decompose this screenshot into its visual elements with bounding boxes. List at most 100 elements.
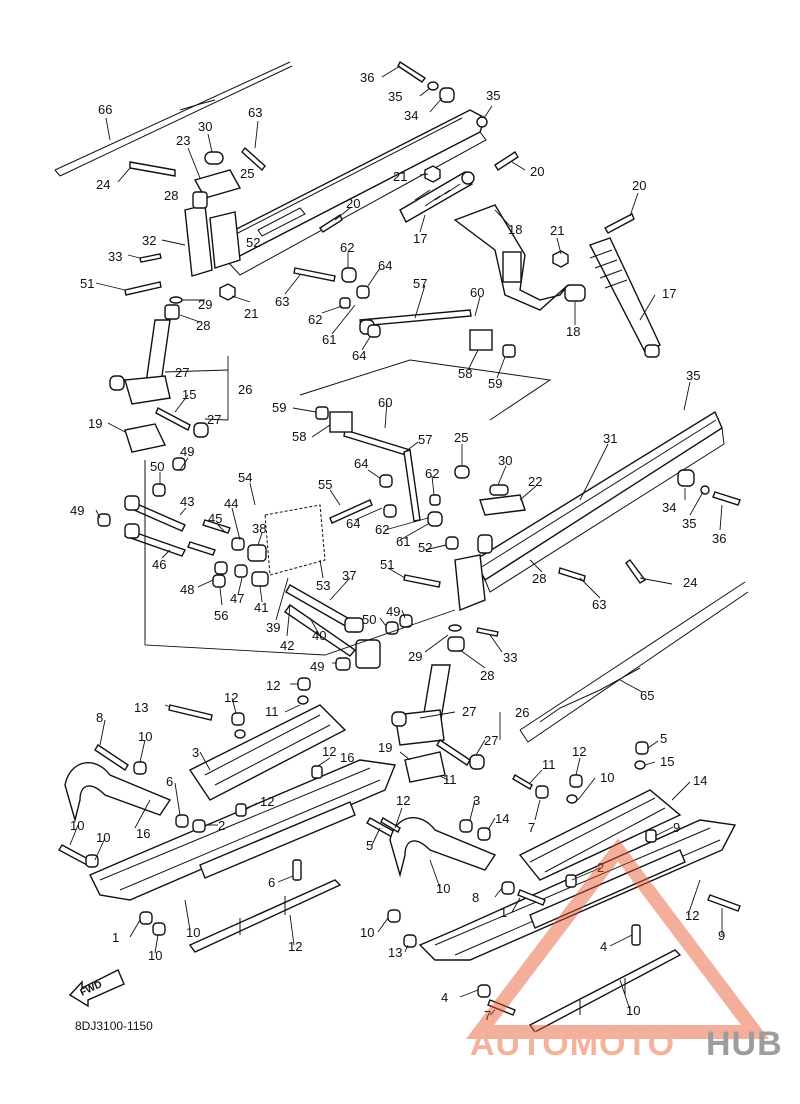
part-label: 56: [214, 608, 228, 623]
part-label: 1: [112, 930, 119, 945]
part-label: 32: [142, 233, 156, 248]
part-label: 45: [208, 511, 222, 526]
part-label: 18: [508, 222, 522, 237]
part-label: 27: [462, 704, 476, 719]
part-label: 16: [340, 750, 354, 765]
part-label: 48: [180, 582, 194, 597]
part-label: 13: [388, 945, 402, 960]
part-label: 64: [346, 516, 360, 531]
part-label: 5: [366, 838, 373, 853]
part-label: 1: [500, 905, 507, 920]
part-label: 10: [360, 925, 374, 940]
part-label: 51: [380, 557, 394, 572]
part-label: 60: [470, 285, 484, 300]
diagram-reference: 8DJ3100-1150: [75, 1019, 153, 1033]
part-label: 24: [683, 575, 697, 590]
leader-lines: [69, 65, 723, 1016]
upper-assembly-drawing: [54, 60, 661, 453]
part-label: 57: [418, 432, 432, 447]
part-label: 25: [240, 166, 254, 181]
part-label: 59: [488, 376, 502, 391]
part-label: 11: [542, 757, 556, 772]
part-label: 64: [378, 258, 392, 273]
part-label: 28: [480, 668, 494, 683]
part-label: 47: [230, 591, 244, 606]
part-label: 66: [98, 102, 112, 117]
watermark-text-primary: AUTOMOTO: [470, 1025, 675, 1063]
part-label: 15: [182, 387, 196, 402]
part-label: 43: [180, 494, 194, 509]
part-label: 10: [138, 729, 152, 744]
part-label: 12: [288, 939, 302, 954]
part-label: 65: [640, 688, 654, 703]
part-label: 63: [592, 597, 606, 612]
part-label: 20: [632, 178, 646, 193]
part-label: 22: [528, 474, 542, 489]
part-label: 63: [248, 105, 262, 120]
part-label: 61: [322, 332, 336, 347]
part-label: 52: [418, 540, 432, 555]
watermark-text-secondary: HUB: [706, 1025, 783, 1063]
part-number-labels: 66 30 63 23 24 25 28 36 35 34 35 20 21 1…: [70, 70, 726, 1023]
part-label: 58: [458, 366, 472, 381]
part-label: 61: [396, 534, 410, 549]
part-label: 27: [207, 412, 221, 427]
part-label: 21: [244, 306, 258, 321]
part-label: 18: [566, 324, 580, 339]
part-label: 49: [310, 659, 324, 674]
part-label: 37: [342, 568, 356, 583]
part-label: 29: [198, 297, 212, 312]
part-label: 31: [603, 431, 617, 446]
part-label: 23: [176, 133, 190, 148]
part-label: 33: [108, 249, 122, 264]
part-label: 64: [352, 348, 366, 363]
part-label: 12: [266, 678, 280, 693]
part-label: 12: [572, 744, 586, 759]
part-label: 8: [472, 890, 479, 905]
part-label: 42: [280, 638, 294, 653]
part-label: 49: [70, 503, 84, 518]
part-label: 19: [378, 740, 392, 755]
part-label: 62: [340, 240, 354, 255]
part-label: 12: [322, 744, 336, 759]
part-label: 55: [318, 477, 332, 492]
part-label: 27: [484, 733, 498, 748]
part-label: 35: [486, 88, 500, 103]
part-label: 9: [673, 820, 680, 835]
part-label: 10: [436, 881, 450, 896]
part-label: 27: [175, 365, 189, 380]
part-label: 28: [532, 571, 546, 586]
part-label: 64: [354, 456, 368, 471]
part-label: 35: [682, 516, 696, 531]
part-label: 11: [265, 704, 279, 719]
part-label: 24: [96, 177, 110, 192]
part-label: 54: [238, 470, 252, 485]
part-label: 60: [378, 395, 392, 410]
part-label: 28: [196, 318, 210, 333]
part-label: 8: [96, 710, 103, 725]
part-label: 51: [80, 276, 94, 291]
part-label: 10: [96, 830, 110, 845]
part-label: 59: [272, 400, 286, 415]
part-label: 20: [346, 196, 360, 211]
fwd-arrow-icon: [68, 969, 125, 1008]
part-label: 12: [396, 793, 410, 808]
part-label: 41: [254, 600, 268, 615]
part-label: 15: [660, 754, 674, 769]
part-label: 49: [386, 604, 400, 619]
part-label: 7: [484, 1008, 491, 1023]
part-label: 5: [660, 731, 667, 746]
part-label: 10: [600, 770, 614, 785]
part-label: 10: [626, 1003, 640, 1018]
part-label: 11: [443, 772, 457, 787]
part-label: 28: [164, 188, 178, 203]
part-label: 9: [718, 928, 725, 943]
part-label: 33: [503, 650, 517, 665]
part-label: 2: [597, 860, 604, 875]
part-label: 4: [600, 939, 607, 954]
part-label: 29: [408, 649, 422, 664]
part-label: 12: [685, 908, 699, 923]
part-label: 62: [375, 522, 389, 537]
part-label: 13: [134, 700, 148, 715]
part-label: 14: [495, 811, 509, 826]
